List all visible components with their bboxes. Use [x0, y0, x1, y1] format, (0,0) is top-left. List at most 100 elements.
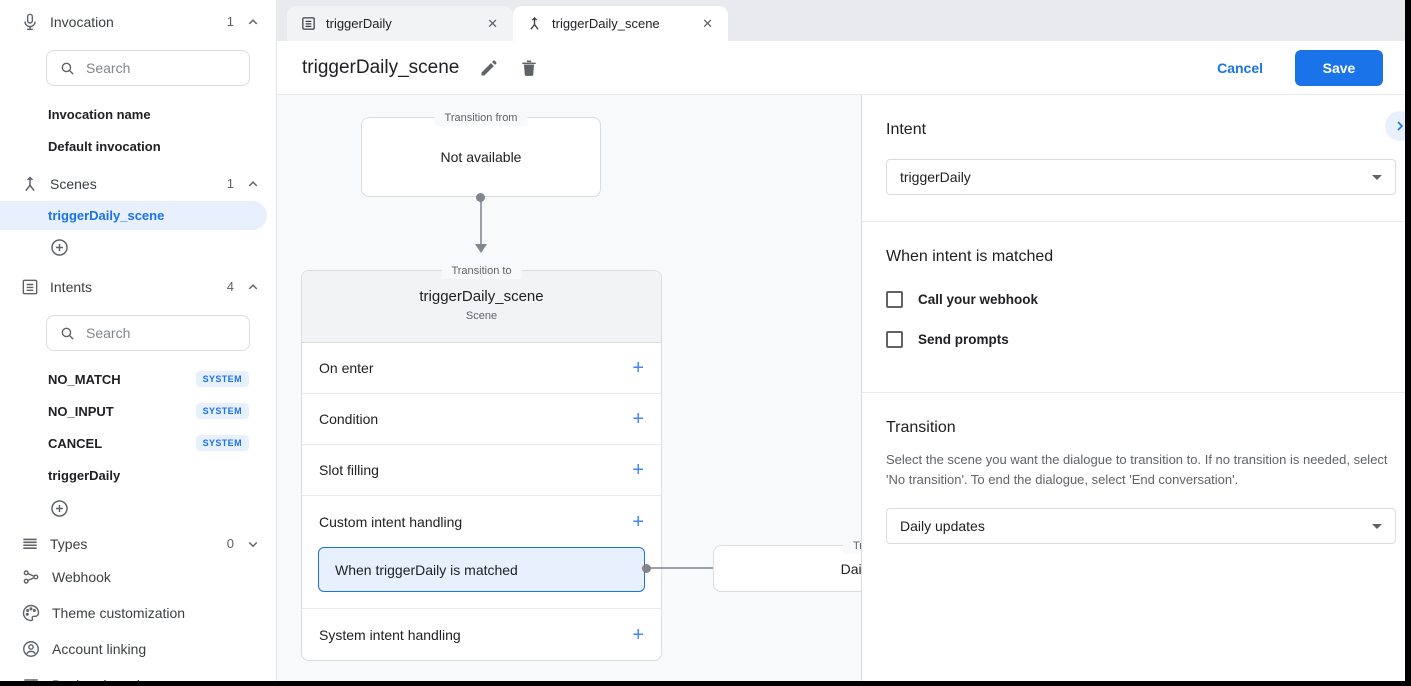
not-available-text: Not available — [440, 149, 522, 165]
webhook-nodes-icon — [21, 567, 42, 588]
scene-row-system-intent-handling[interactable]: System intent handling + — [302, 609, 661, 660]
row-label: On enter — [319, 360, 374, 376]
intent-select[interactable]: triggerDaily — [886, 159, 1396, 195]
sidebar-item-triggerdaily-scene[interactable]: triggerDaily_scene — [0, 201, 267, 230]
tab-triggerdaily-scene[interactable]: triggerDaily_scene ✕ — [513, 6, 728, 41]
add-scene-button[interactable] — [49, 237, 70, 258]
scenes-fork-icon — [20, 173, 42, 195]
sidebar-section-intents[interactable]: Intents 4 — [0, 271, 276, 302]
tab-label: triggerDaily — [326, 16, 392, 31]
target-scene-title: Daily updates — [840, 560, 861, 577]
person-circle-icon — [21, 639, 42, 660]
close-icon[interactable]: ✕ — [702, 15, 713, 31]
connector-line — [480, 197, 482, 245]
sidebar: Invocation 1 Invocation name Default inv… — [0, 0, 277, 686]
tab-triggerdaily[interactable]: triggerDaily ✕ — [287, 6, 513, 41]
sidebar-item-no-match[interactable]: NO_MATCH SYSTEM — [0, 363, 276, 395]
matched-intent-label: When triggerDaily is matched — [335, 561, 518, 578]
connector-dot — [642, 564, 651, 573]
tab-label: triggerDaily_scene — [552, 16, 660, 31]
caret-down-icon — [1372, 174, 1382, 180]
call-webhook-option[interactable]: Call your webhook — [886, 291, 1396, 308]
intent-select-value: triggerDaily — [900, 169, 971, 185]
pencil-icon[interactable] — [479, 58, 499, 78]
add-system-intent-button[interactable]: + — [632, 623, 644, 646]
when-matched-section: When intent is matched Call your webhook… — [862, 222, 1411, 393]
sidebar-item-triggerdaily[interactable]: triggerDaily — [0, 459, 276, 491]
matched-intent-card[interactable]: When triggerDaily is matched — [318, 547, 645, 592]
sidebar-section-invocation[interactable]: Invocation 1 — [0, 6, 276, 37]
custom-intent-section: Custom intent handling + When triggerDai… — [302, 496, 661, 609]
item-label: triggerDaily_scene — [48, 208, 165, 223]
save-button[interactable]: Save — [1295, 49, 1383, 86]
scene-row-on-enter[interactable]: On enter + — [302, 343, 661, 394]
add-intent-button[interactable] — [49, 498, 70, 519]
sidebar-item-no-input[interactable]: NO_INPUT SYSTEM — [0, 395, 276, 427]
intent-detail-panel: Intent triggerDaily When intent is match… — [861, 95, 1411, 686]
transition-select[interactable]: Daily updates — [886, 508, 1396, 545]
trash-icon[interactable] — [519, 58, 539, 78]
section-label: Intents — [50, 278, 93, 295]
title-bar: triggerDaily_scene Cancel Save — [277, 41, 1411, 95]
search-icon — [59, 325, 76, 342]
editor-content: Transition from Not available Transition… — [277, 95, 1411, 686]
row-label: System intent handling — [319, 626, 461, 643]
search-input[interactable] — [86, 60, 237, 76]
scene-node-header: triggerDaily_scene Scene — [302, 271, 661, 343]
cancel-button[interactable]: Cancel — [1217, 59, 1263, 76]
sidebar-item-default-invocation[interactable]: Default invocation — [0, 130, 276, 162]
invocation-search[interactable] — [46, 50, 250, 86]
scene-fork-icon — [526, 15, 543, 32]
sidebar-item-theme-customization[interactable]: Theme customization — [0, 595, 276, 631]
scene-row-condition[interactable]: Condition + — [302, 394, 661, 445]
scene-node-title: triggerDaily_scene — [419, 288, 544, 305]
box-legend: Transition to — [842, 538, 861, 554]
sidebar-item-webhook[interactable]: Webhook — [0, 559, 276, 595]
caret-down-icon — [1372, 523, 1382, 529]
item-label: triggerDaily — [48, 467, 121, 483]
nav-label: Account linking — [52, 641, 147, 657]
when-matched-heading: When intent is matched — [886, 248, 1054, 265]
close-icon[interactable]: ✕ — [487, 15, 498, 31]
item-label: CANCEL — [48, 435, 103, 451]
intents-search[interactable] — [46, 315, 250, 351]
box-legend: Transition from — [434, 110, 528, 126]
item-label: Default invocation — [48, 138, 161, 154]
scene-row-slot-filling[interactable]: Slot filling + — [302, 445, 661, 496]
section-count: 0 — [226, 536, 234, 551]
chevron-up-icon[interactable] — [244, 13, 262, 31]
transition-target-box[interactable]: Transition to Daily updates — [713, 538, 861, 592]
send-prompts-option[interactable]: Send prompts — [886, 331, 1396, 348]
sidebar-item-account-linking[interactable]: Account linking — [0, 631, 276, 667]
intent-heading: Intent — [886, 121, 927, 138]
nav-label: Webhook — [52, 569, 111, 585]
chevron-up-icon[interactable] — [244, 278, 262, 296]
sidebar-section-types[interactable]: Types 0 — [0, 528, 276, 559]
system-badge: SYSTEM — [195, 403, 249, 419]
scene-row-custom-intent-handling[interactable]: Custom intent handling + — [302, 496, 661, 547]
intent-section: Intent triggerDaily — [862, 95, 1411, 222]
transition-select-value: Daily updates — [900, 518, 985, 535]
add-custom-intent-button[interactable]: + — [632, 510, 644, 533]
intent-list-icon — [300, 15, 317, 32]
add-on-enter-button[interactable]: + — [632, 357, 644, 379]
search-input[interactable] — [86, 325, 237, 341]
page-title: triggerDaily_scene — [302, 56, 460, 78]
sidebar-item-invocation-name[interactable]: Invocation name — [0, 98, 276, 130]
sidebar-item-cancel[interactable]: CANCEL SYSTEM — [0, 427, 276, 459]
arrowhead-down — [475, 244, 487, 253]
send-prompts-checkbox[interactable] — [886, 331, 903, 348]
box-legend: Transition to — [441, 263, 522, 279]
chevron-up-icon[interactable] — [244, 175, 262, 193]
call-webhook-checkbox[interactable] — [886, 291, 903, 308]
chevron-down-icon[interactable] — [244, 535, 262, 553]
add-slot-filling-button[interactable]: + — [632, 459, 644, 481]
transition-description: Select the scene you want the dialogue t… — [886, 452, 1388, 488]
flow-canvas: Transition from Not available Transition… — [277, 95, 861, 686]
checkbox-label: Send prompts — [918, 332, 1009, 347]
add-condition-button[interactable]: + — [632, 408, 644, 430]
sidebar-section-scenes[interactable]: Scenes 1 — [0, 168, 276, 199]
transition-heading: Transition — [886, 419, 956, 436]
connector-dot — [476, 193, 485, 202]
search-icon — [59, 60, 76, 77]
